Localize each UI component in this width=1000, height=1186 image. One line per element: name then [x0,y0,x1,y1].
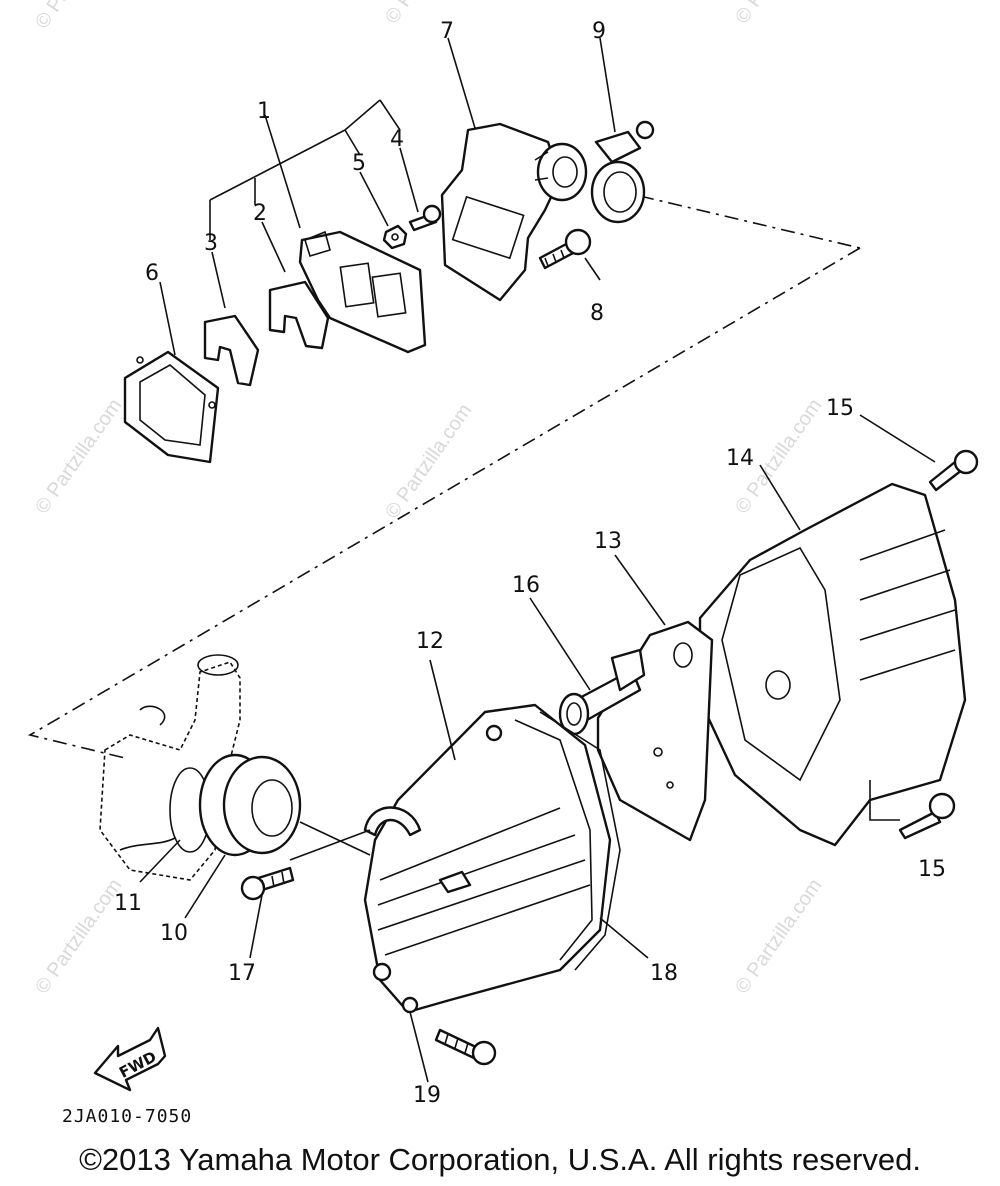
callout-8: 8 [590,301,604,326]
copyright-notice: ©2013 Yamaha Motor Corporation, U.S.A. A… [79,1142,921,1177]
callout-19: 19 [413,1083,441,1108]
reed-valve-part-3 [203,314,260,387]
intake-manifold-part-7 [440,122,588,302]
callout-13: 13 [594,529,622,554]
callout-4: 4 [390,127,404,152]
watermark: © Partzilla.com [731,875,826,998]
screw-part-15 [928,449,979,492]
reed-block-part-1 [298,230,427,354]
bolt-part-4 [408,204,442,232]
screw-part-15 [898,792,956,840]
callout-6: 6 [145,261,159,286]
callout-3: 3 [204,231,218,256]
callout-5: 5 [352,151,366,176]
gasket-part-18 [539,711,621,971]
assembly-line [639,195,861,249]
watermark: © Partzilla.com [31,875,126,998]
callout-10: 10 [160,921,188,946]
group-bracket [209,99,401,240]
callout-9: 9 [592,19,606,44]
callout-17: 17 [228,961,256,986]
callout-15: 15 [918,857,946,882]
assembly-line [27,247,861,759]
leader-lines [139,37,936,1083]
silencer-part-12 [363,703,612,1014]
reed-stopper-part-2 [268,280,330,350]
callout-1: 1 [257,99,271,124]
callout-16: 16 [512,573,540,598]
bolt-part-8 [538,228,592,270]
watermark: © Partzilla.com [381,400,476,523]
nut-part-5 [382,224,408,250]
plate-part-13 [596,620,714,842]
diagram-code: 2JA010-7050 [62,1106,192,1127]
watermark: © Partzilla.com [31,395,126,518]
engine-outline [99,654,241,881]
gasket-part-6 [123,350,220,464]
callout-2: 2 [253,201,267,226]
callout-12: 12 [416,629,444,654]
leader-line [869,780,900,821]
rubber-joint-part-10 [198,753,302,857]
callout-11: 11 [114,891,142,916]
fwd-arrow-icon: FWD [93,1026,167,1092]
hose-clamp-part-11 [119,767,211,853]
callout-18: 18 [650,961,678,986]
callout-numbers: 1 2 3 4 5 6 7 8 9 15 14 13 16 12 15 11 1… [114,19,946,1108]
callout-15: 15 [826,396,854,421]
callout-7: 7 [440,19,454,44]
bolt-part-19 [434,1028,497,1066]
hose-clamp-part-9 [590,120,655,224]
watermark: © Partzilla.com [31,0,126,33]
watermark: © Partzilla.com [731,0,826,28]
watermark: © Partzilla.com [381,0,476,28]
silencer-cover-part-14 [698,482,967,847]
callout-14: 14 [726,446,754,471]
tube-part-16 [558,648,646,736]
screw-part-17 [240,866,295,901]
